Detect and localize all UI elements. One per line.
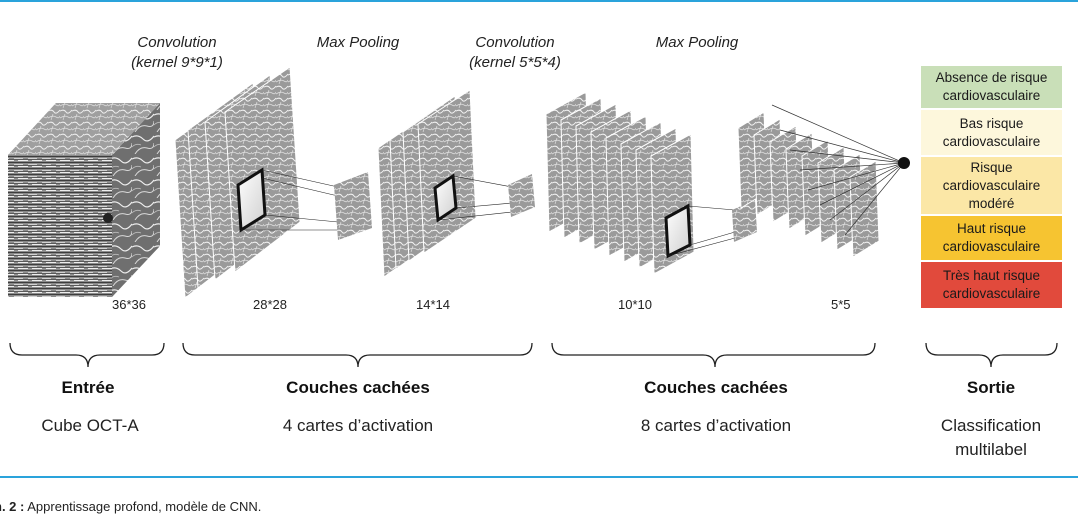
section-title-output: Sortie bbox=[966, 378, 1016, 397]
op-pool2-name: Max Pooling bbox=[655, 34, 739, 51]
caption-prefix: n. 2 : bbox=[0, 499, 25, 514]
pool2-maps bbox=[737, 111, 880, 258]
op-conv1-name: Convolution bbox=[137, 34, 217, 51]
conv1-kernel bbox=[236, 167, 339, 233]
conv2-output-map bbox=[508, 174, 535, 217]
op-conv1-kernel: (kernel 9*9*1) bbox=[131, 54, 223, 71]
section-title-hidden-1: Couches cachées bbox=[286, 378, 430, 397]
op-label-pool1: Max Pooling bbox=[293, 33, 423, 53]
conv3-kernel bbox=[664, 203, 736, 259]
connection-line bbox=[799, 162, 905, 171]
feature-map-5x5 bbox=[849, 160, 880, 258]
conv2-maps bbox=[545, 91, 695, 275]
output-connections bbox=[771, 104, 905, 236]
output-class-low: Bas risque cardiovasculaire bbox=[921, 110, 1062, 155]
section-subtitle-output: Classification multilabel bbox=[940, 416, 1042, 459]
op-pool1-name: Max Pooling bbox=[316, 34, 400, 51]
op-conv2-name: Convolution bbox=[475, 34, 555, 51]
pool1-output-map bbox=[334, 172, 372, 240]
brace-output bbox=[925, 342, 1058, 368]
connection-line bbox=[807, 162, 905, 191]
section-subtitle-hidden-2: 8 cartes d’activation bbox=[640, 416, 792, 435]
connection-line bbox=[829, 162, 905, 221]
section-subtitle-hidden-1: 4 cartes d’activation bbox=[282, 416, 434, 435]
output-class-high: Haut risque cardiovasculaire bbox=[921, 216, 1062, 260]
brace-input bbox=[9, 342, 165, 368]
op-label-conv1: Convolution (kernel 9*9*1) bbox=[112, 33, 242, 73]
bottom-rule bbox=[0, 476, 1078, 478]
op-label-conv2: Convolution (kernel 5*5*4) bbox=[450, 33, 580, 73]
connection-line bbox=[789, 149, 905, 164]
output-class-none: Absence de risque cardiovasculaire bbox=[921, 66, 1062, 108]
figure-caption: n. 2 : Apprentissage profond, modèle de … bbox=[0, 499, 261, 514]
op-label-pool2: Max Pooling bbox=[632, 33, 762, 53]
output-class-very-high: Très haut risque cardiovasculaire bbox=[921, 262, 1062, 308]
output-class-moderate: Risque cardiovasculaire modéré bbox=[921, 157, 1062, 214]
connection-line bbox=[771, 104, 905, 164]
op-conv2-kernel: (kernel 5*5*4) bbox=[469, 54, 561, 71]
size-pool2: 5*5 bbox=[831, 297, 851, 312]
connection-line bbox=[844, 162, 905, 236]
size-conv1: 28*28 bbox=[253, 297, 287, 312]
top-rule bbox=[0, 0, 1078, 2]
size-pool1: 14*14 bbox=[416, 297, 450, 312]
pool2-output-map bbox=[732, 200, 757, 242]
pool1-maps bbox=[377, 89, 477, 278]
brace-hidden-1 bbox=[182, 342, 533, 368]
conv2-kernel bbox=[433, 173, 513, 223]
connection-line bbox=[779, 129, 905, 164]
output-node bbox=[898, 157, 910, 169]
size-conv2: 10*10 bbox=[618, 297, 652, 312]
size-input: 36*36 bbox=[112, 297, 146, 312]
connection-line bbox=[819, 162, 905, 206]
brace-hidden-2 bbox=[551, 342, 876, 368]
input-cube bbox=[8, 103, 160, 297]
section-title-input: Entrée bbox=[61, 378, 115, 397]
section-subtitle-input: Cube OCT-A bbox=[41, 416, 139, 435]
section-title-hidden-2: Couches cachées bbox=[644, 378, 788, 397]
caption-text: Apprentissage profond, modèle de CNN. bbox=[27, 499, 262, 514]
